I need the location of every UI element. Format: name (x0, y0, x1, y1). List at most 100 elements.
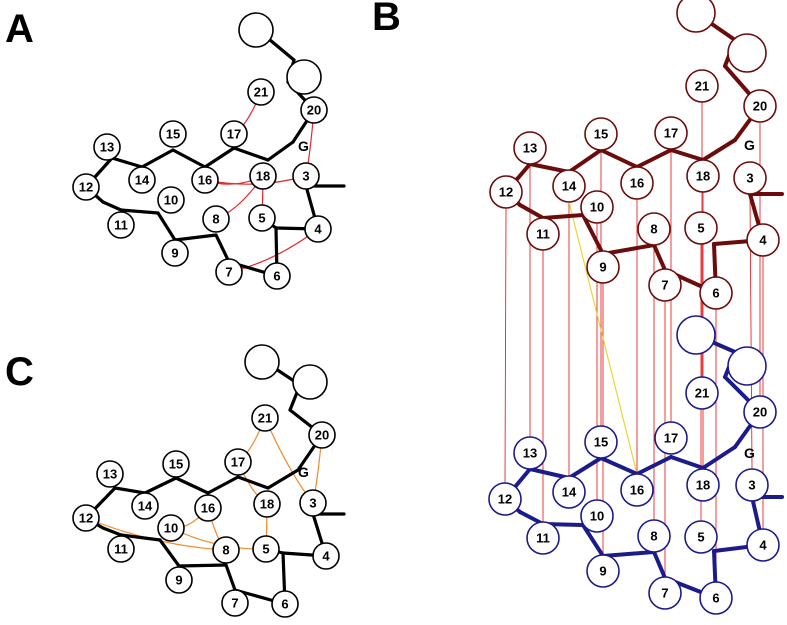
panel-b: B345678910111213141516171820213456789101… (372, 0, 784, 615)
c-node-16 (194, 494, 222, 522)
b-lower-node-9 (586, 554, 620, 588)
c-node-label-4: 4 (322, 549, 330, 564)
b-upper-node-label-5: 5 (697, 221, 704, 236)
b-upper-node-label-9: 9 (599, 260, 606, 275)
a-chain-segment-10 (119, 208, 160, 215)
c-node-20 (308, 421, 336, 449)
a-chain-segment-11 (101, 200, 123, 212)
a-node-20 (300, 96, 328, 124)
a-node-11 (107, 211, 135, 239)
b-lower-node-label-5: 5 (697, 530, 704, 545)
b-upper-node-21 (685, 69, 719, 103)
b-upper-end-circle-2 (727, 33, 767, 73)
b-link-highlight (568, 201, 638, 475)
b-upper-node-14 (552, 169, 586, 203)
b-upper-chain-segment-15 (599, 148, 639, 169)
b-lower-node-11 (526, 521, 560, 555)
b-lower-node-17 (654, 421, 688, 455)
c-end-circle-2 (292, 364, 328, 400)
b-lower-node-8 (637, 519, 671, 553)
b-upper-chain-segment-7 (601, 243, 656, 256)
b-lower-node-label-13: 13 (523, 446, 537, 461)
c-contact-9 (85, 517, 227, 551)
b-lower-node-20 (743, 395, 777, 429)
b-upper-node-label-14: 14 (562, 179, 577, 194)
c-node-18 (253, 490, 281, 518)
a-chain-segment-8 (173, 233, 218, 242)
b-lower-chain-segment-16 (635, 455, 673, 476)
c-chain-segment-14 (113, 486, 147, 495)
b-upper-chain-segment-8 (581, 213, 605, 256)
b-lower-node-10 (580, 499, 614, 533)
b-lower-node-label-9: 9 (599, 564, 606, 579)
c-node-3 (299, 489, 327, 517)
a-node-label-5: 5 (258, 211, 265, 226)
a-node-label-7: 7 (225, 265, 232, 280)
b-lower-node-label-3: 3 (748, 478, 755, 493)
a-node-label-11: 11 (114, 218, 128, 233)
c-node-label-13: 13 (103, 467, 117, 482)
b-lower-node-label-20: 20 (753, 405, 767, 420)
a-node-label-10: 10 (164, 193, 178, 208)
b-upper-node-16 (620, 166, 654, 200)
a-end-circle-1 (238, 12, 274, 48)
b-upper-node-label-8: 8 (650, 222, 657, 237)
b-lower-g-marker: G (744, 445, 755, 461)
c-chain-segment-11 (101, 526, 123, 537)
b-lower-node-label-14: 14 (562, 485, 577, 500)
a-chain-segment-17 (203, 146, 236, 169)
b-upper-node-label-3: 3 (746, 171, 753, 186)
b-upper-node-7 (648, 268, 682, 302)
b-lower-node-4 (746, 528, 780, 562)
c-node-label-15: 15 (169, 457, 183, 472)
c-end-circle-1 (244, 344, 280, 380)
c-node-5 (252, 535, 280, 563)
a-node-label-6: 6 (273, 269, 280, 284)
c-chain-segment-9 (158, 538, 181, 568)
a-node-6 (263, 262, 291, 290)
b-lower-chain-segment-6 (652, 550, 667, 580)
b-upper-node-5 (684, 211, 718, 245)
a-node-17 (220, 120, 248, 148)
b-lower-node-12 (488, 482, 522, 516)
c-node-14 (131, 492, 159, 520)
c-chain-segment-15 (143, 476, 178, 495)
b-upper-node-17 (654, 116, 688, 150)
a-chain-segment-16 (171, 148, 207, 169)
c-chain-segment-16 (174, 476, 210, 495)
c-node-label-5: 5 (262, 542, 269, 557)
c-node-label-16: 16 (201, 501, 215, 516)
b-upper-node-label-11: 11 (536, 227, 550, 242)
b-upper-node-3 (733, 161, 767, 195)
b-link-12 (504, 207, 507, 484)
b-lower-chain-segment-7 (601, 550, 656, 558)
a-chain-segment-23 (268, 38, 296, 62)
c-node-9 (165, 566, 193, 594)
b-upper-node-label-17: 17 (664, 126, 678, 141)
b-lower-node-3 (735, 468, 769, 502)
b-lower-end-circle-2 (727, 346, 767, 386)
a-node-16 (191, 166, 219, 194)
a-node-4 (304, 215, 332, 243)
b-lower-chain-segment-8 (581, 523, 605, 558)
c-node-12 (72, 504, 100, 532)
a-chain-segment-15 (140, 148, 175, 169)
b-upper-g-marker: G (744, 137, 755, 153)
b-lower-chain-segment-15 (599, 456, 639, 476)
c-node-label-9: 9 (175, 573, 182, 588)
b-lower-end-circle-1 (676, 315, 716, 355)
a-node-15 (159, 120, 187, 148)
a-chain-segment-7 (214, 233, 231, 264)
b-lower-chain-segment-17 (669, 455, 705, 470)
b-upper-node-label-12: 12 (499, 185, 513, 200)
b-upper-chain-segment-16 (635, 148, 673, 169)
c-node-21 (251, 404, 279, 432)
c-node-13 (96, 460, 124, 488)
a-chain-segment-14 (110, 156, 144, 169)
a-node-label-18: 18 (256, 169, 270, 184)
c-node-label-8: 8 (222, 543, 229, 558)
b-lower-chain-segment-18 (701, 445, 737, 470)
b-lower-node-label-12: 12 (498, 492, 512, 507)
b-lower-node-label-16: 16 (630, 483, 644, 498)
b-upper-node-15 (584, 117, 618, 151)
